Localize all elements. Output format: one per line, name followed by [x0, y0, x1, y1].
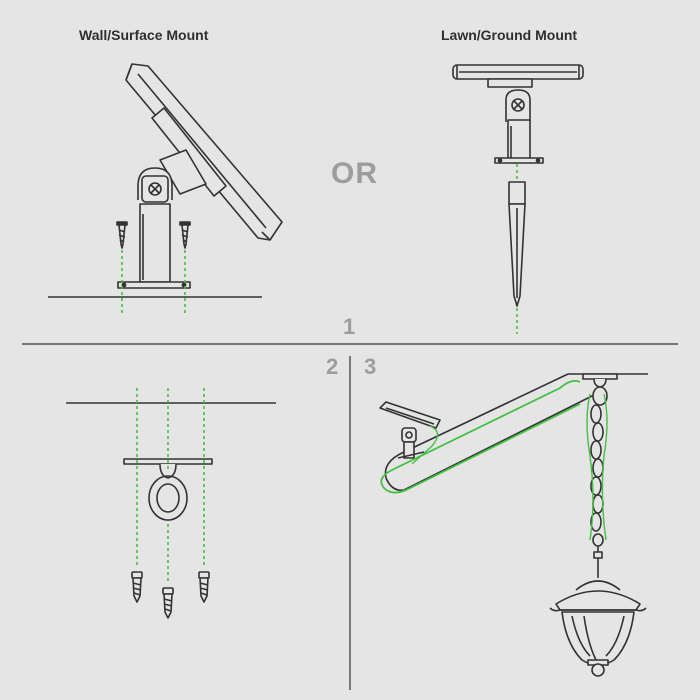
section-dividers: [22, 343, 678, 690]
lantern-chain: [590, 404, 604, 547]
ground-stake: [508, 181, 526, 307]
lawn-mount-title: Lawn/Ground Mount: [441, 27, 578, 43]
roof-eave: [384, 373, 648, 492]
wall-guide-lines: [121, 250, 186, 316]
wall-screw-left: [116, 221, 128, 249]
lawn-mount-base: [494, 157, 544, 164]
step-number-2: 2: [326, 354, 339, 379]
lawn-swivel-joint: [505, 89, 531, 122]
lantern-finial: [591, 663, 605, 677]
hook-ring: [148, 463, 188, 521]
wall-mount-title: Wall/Surface Mount: [79, 27, 209, 43]
step-number-3: 3: [364, 354, 377, 379]
hanging-lantern-illustration: [379, 373, 648, 677]
lantern-hook-plate: [582, 373, 618, 380]
hook-screw-left: [131, 571, 143, 603]
lantern-hook-ring: [592, 386, 608, 406]
lantern-guide-lines: [380, 379, 608, 541]
wall-panel-bracket: [151, 107, 227, 197]
wall-mount-post: [139, 203, 171, 283]
hook-screw-right: [198, 571, 210, 603]
hook-guide-lines: [136, 388, 205, 584]
lantern-glass: [561, 611, 635, 666]
ceiling-hook-illustration: [66, 402, 276, 619]
lawn-mount-illustration: [452, 64, 584, 307]
eave-solar-panel: [379, 401, 441, 459]
wall-screw-right: [179, 221, 191, 249]
wall-mount-illustration: [48, 63, 283, 298]
lawn-solar-panel: [452, 64, 584, 88]
wall-mount-base: [117, 281, 191, 289]
lantern-cap: [549, 580, 647, 612]
step-number-1: 1: [343, 314, 356, 339]
wall-swivel-joint: [137, 167, 173, 203]
or-label: OR: [331, 157, 378, 190]
hook-screw-middle: [162, 587, 174, 619]
